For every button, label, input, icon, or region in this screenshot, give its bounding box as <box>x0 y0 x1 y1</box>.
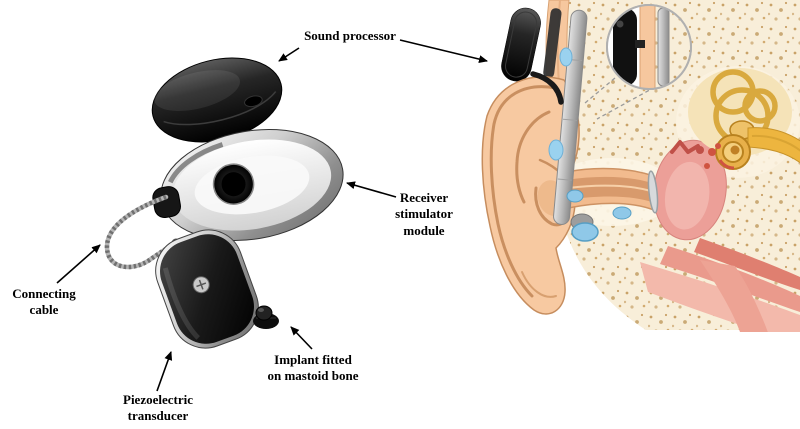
label-piezoelectric-transducer: Piezoelectric transducer <box>123 392 193 424</box>
muscle-tissue <box>640 238 800 332</box>
arrow-piezoelectric-transducer <box>156 351 173 392</box>
eardrum <box>647 170 659 214</box>
inset-magnifier <box>584 4 692 120</box>
ear-anatomy-illustration <box>481 0 800 332</box>
piezoelectric-transducer-illustration <box>155 229 259 349</box>
label-receiver-stimulator-module: Receiver stimulator module <box>395 190 453 238</box>
arrow-sound-processor-to-device <box>278 47 300 62</box>
pinna <box>481 76 580 315</box>
ear-hook <box>530 71 564 105</box>
label-connecting-cable: Connecting cable <box>12 286 76 318</box>
inset-processor <box>613 8 637 86</box>
implant-coil-under-skin <box>543 8 562 78</box>
arrow-sound-processor-to-ear <box>399 39 488 64</box>
sound-processor-in-situ <box>501 7 541 82</box>
label-implant-mastoid: Implant fitted on mastoid bone <box>267 352 359 384</box>
receiver-stimulator-illustration <box>152 128 344 242</box>
fluid-accents <box>548 47 632 242</box>
inner-ear <box>688 68 800 170</box>
implant-screw-illustration <box>253 305 279 329</box>
annotation-arrows <box>56 39 488 392</box>
label-sound-processor: Sound processor <box>304 28 396 43</box>
sound-processor-illustration <box>151 57 283 143</box>
arrow-receiver-stimulator <box>346 181 397 198</box>
arrow-implant-mastoid <box>290 326 313 350</box>
inset-rod <box>657 7 670 87</box>
ear-canal <box>565 167 655 212</box>
ossicles <box>670 140 700 154</box>
arrow-connecting-cable <box>56 244 101 284</box>
